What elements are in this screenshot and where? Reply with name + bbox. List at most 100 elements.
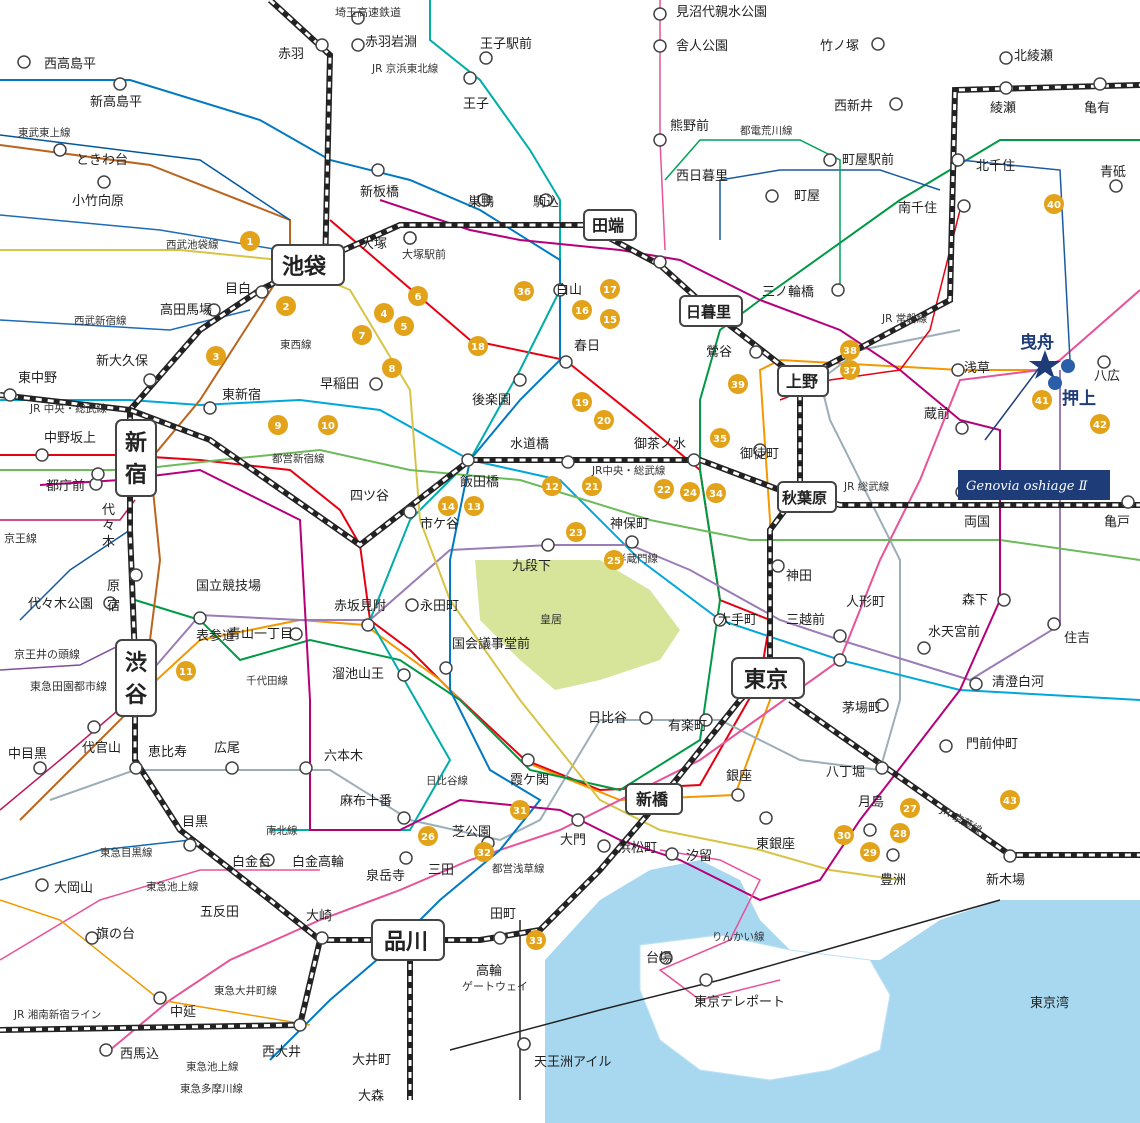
station-circle — [1047, 617, 1061, 631]
property-marker — [510, 800, 530, 820]
station-circle — [1109, 179, 1123, 193]
property-marker — [604, 550, 624, 570]
station-circle — [749, 345, 763, 359]
station-circle — [129, 568, 143, 582]
station-circle — [699, 973, 713, 987]
station-korakuen: 後楽園 — [472, 392, 511, 408]
station-suidobashi: 水道橋 — [510, 437, 549, 452]
station-ningyocho: 人形町 — [846, 595, 885, 610]
property-marker — [840, 340, 860, 360]
property-marker-number: 10 — [321, 421, 335, 432]
station-nishinippori: 西日暮里 — [676, 169, 728, 184]
property-marker-number: 40 — [1047, 200, 1061, 211]
property-marker — [276, 296, 296, 316]
station-kiyosumi: 清澄白河 — [992, 674, 1044, 690]
station-hibiya: 日比谷 — [588, 711, 627, 726]
property-marker — [1044, 194, 1064, 214]
station-minowabashi: 三ノ輪橋 — [762, 284, 814, 300]
station-nakameguro: 中目黒 — [8, 747, 47, 762]
station-circle — [85, 931, 99, 945]
station-aoyama: 青山一丁目 — [228, 627, 293, 642]
station-kitasenju: 北千住 — [976, 159, 1015, 174]
station-teleport: 東京テレポート — [694, 994, 785, 1010]
station-circle — [91, 467, 105, 481]
station-kudanshita: 九段下 — [512, 559, 551, 574]
station-otemachi: 大手町 — [718, 613, 757, 628]
property-marker — [526, 930, 546, 950]
property-marker-number: 4 — [381, 309, 388, 320]
line-label-jr-shonan: JR 湘南新宿ライン — [13, 1008, 101, 1021]
station-circle — [289, 627, 303, 641]
property-marker — [706, 483, 726, 503]
station-toyosu: 豊洲 — [880, 873, 906, 888]
tokyu-ikegami-line — [0, 869, 320, 961]
line-label-tokyu-ikegami-2: 東急池上線 — [186, 1060, 239, 1073]
station-circle — [559, 355, 573, 369]
station-takanawa-1: 高輪 — [476, 963, 502, 979]
property-marker-number: 9 — [275, 421, 282, 432]
station-circle — [351, 11, 365, 25]
imperial-palace — [475, 560, 680, 690]
station-yoyogi-1: 代 — [102, 503, 115, 518]
line-label-jr-keihin: JR 京浜東北線 — [371, 62, 439, 75]
station-ebisu: 恵比寿 — [148, 745, 187, 760]
property-marker — [1090, 414, 1110, 434]
oshiage-dot-2 — [1048, 376, 1062, 390]
station-takenotsuka: 竹ノ塚 — [820, 39, 859, 54]
station-yotsuya: 四ツ谷 — [350, 489, 389, 504]
property-marker-number: 19 — [575, 398, 589, 409]
water-label: 東京湾 — [1030, 995, 1069, 1011]
property-marker-number: 13 — [467, 502, 481, 513]
station-circle — [207, 303, 221, 317]
station-ochanomizu: 御茶ノ水 — [634, 436, 686, 452]
station-circle — [597, 839, 611, 853]
property-marker — [594, 410, 614, 430]
station-circle — [759, 811, 773, 825]
station-circle — [397, 668, 411, 682]
station-osaki: 大崎 — [306, 909, 332, 924]
station-circle — [439, 661, 453, 675]
line-label-jr-chuo: JR 中央・総武線 — [29, 402, 107, 415]
property-marker-number: 15 — [603, 315, 617, 326]
station-labels: 埼玉高速鉄道 赤羽岩淵 赤羽 王子駅前 王子 西高島平 新高島平 ときわ台 小竹… — [4, 5, 1130, 1104]
major-station-ikebukuro: 池袋 — [282, 254, 327, 280]
station-circle — [875, 761, 889, 775]
station-circle — [771, 559, 785, 573]
line-label-toei-shinjuku: 都営新宿線 — [272, 452, 325, 465]
station-circle — [183, 838, 197, 852]
station-kameido: 亀戸 — [1104, 515, 1130, 530]
station-tamachi: 田町 — [490, 907, 516, 922]
jr-chuo-line-dash — [0, 393, 1140, 547]
station-shibakoen: 芝公園 — [452, 824, 491, 840]
property-marker-number: 8 — [389, 364, 396, 375]
line-label-tokyu-tamagawa: 東急多摩川線 — [180, 1082, 243, 1095]
station-hatanodai: 旗の台 — [96, 926, 135, 942]
line-label-tokyu-meguro: 東急目黒線 — [100, 846, 153, 859]
major-station-shinjuku-2: 宿 — [125, 462, 147, 488]
station-circle — [957, 199, 971, 213]
station-okachimachi: 御徒町 — [740, 447, 779, 462]
station-higashinakano: 東中野 — [18, 370, 57, 386]
station-tsukishima: 月島 — [858, 795, 884, 810]
property-marker-number: 39 — [731, 380, 745, 391]
station-circle — [659, 951, 673, 965]
station-circle — [1093, 77, 1107, 91]
line-label-jr-chuo-sobu: JR中央・総武線 — [591, 464, 666, 477]
station-yoyogi-2: 々 — [102, 519, 115, 534]
line-label-rinkai: りんかい線 — [712, 930, 765, 943]
station-circle — [35, 448, 49, 462]
property-marker — [514, 281, 534, 301]
station-harajuku-2: 宿 — [107, 598, 120, 614]
station-circle — [361, 618, 375, 632]
property-marker-number: 41 — [1035, 396, 1049, 407]
station-circle — [625, 535, 639, 549]
station-circle — [1121, 495, 1135, 509]
hikifune-label: 曳舟 — [1020, 332, 1054, 353]
property-marker-number: 17 — [603, 285, 617, 296]
major-station-tokyo: 東京 — [744, 667, 788, 693]
station-monzennakacho: 門前仲町 — [966, 736, 1018, 752]
property-marker — [352, 325, 372, 345]
station-kayabacho: 茅場町 — [842, 701, 881, 716]
